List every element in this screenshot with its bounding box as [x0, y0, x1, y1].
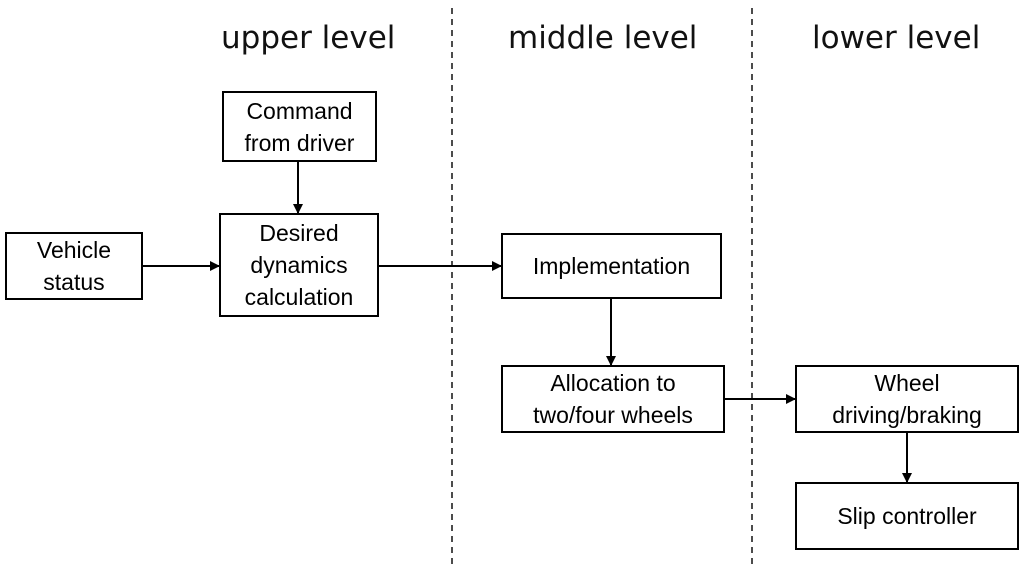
command-from-driver-label: Command from driver: [244, 97, 355, 156]
implementation-label: Implementation: [532, 253, 691, 279]
implementation-box: Implementation: [501, 233, 722, 299]
middle-level-title: middle level: [508, 20, 698, 56]
vehicle-status-label: Vehicle status: [36, 237, 112, 295]
desired-dynamics-box: Desired dynamics calculation: [219, 213, 379, 317]
command-from-driver-box: Command from driver: [222, 91, 377, 162]
wheel-driving-braking-box: Wheel driving/braking: [795, 365, 1019, 433]
wheel-driving-braking-label: Wheel driving/braking: [832, 370, 982, 428]
lower-level-title: lower level: [812, 20, 981, 56]
vehicle-status-box: Vehicle status: [5, 232, 143, 300]
allocation-label: Allocation to two/four wheels: [533, 370, 693, 428]
upper-level-title: upper level: [221, 20, 396, 56]
allocation-box: Allocation to two/four wheels: [501, 365, 725, 433]
desired-dynamics-label: Desired dynamics calculation: [244, 220, 354, 310]
slip-controller-box: Slip controller: [795, 482, 1019, 550]
slip-controller-label: Slip controller: [837, 503, 977, 529]
